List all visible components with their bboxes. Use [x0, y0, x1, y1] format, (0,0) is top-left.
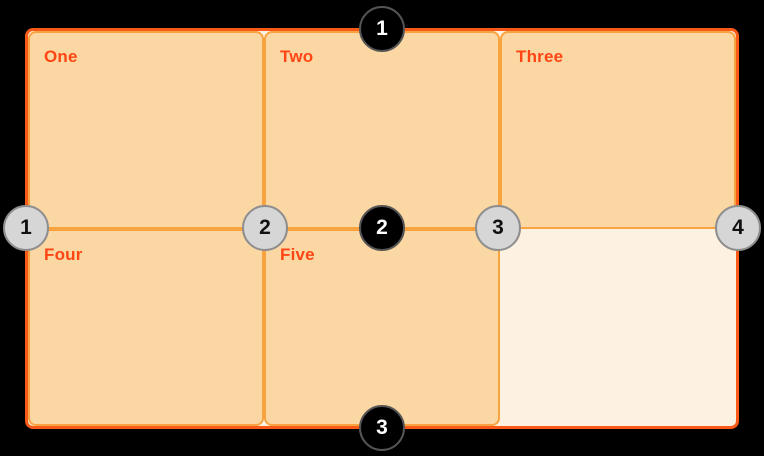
- row-line-badge-1: 1: [359, 6, 405, 52]
- grid-cell-three: Three: [500, 31, 736, 229]
- cell-label-three: Three: [516, 47, 564, 66]
- grid-cell-five: Five: [264, 228, 500, 426]
- column-line-badge-2: 2: [242, 205, 288, 251]
- column-line-badge-3: 3: [475, 205, 521, 251]
- cell-label-one: One: [44, 47, 78, 66]
- grid-container: One Two Three Four Five: [25, 28, 739, 429]
- row-line-badge-2: 2: [359, 205, 405, 251]
- column-line-badge-4: 4: [715, 205, 761, 251]
- row-line-badge-3: 3: [359, 405, 405, 451]
- cell-label-two: Two: [280, 47, 314, 66]
- grid-empty-area: [500, 229, 736, 427]
- cell-label-four: Four: [44, 244, 83, 264]
- grid-cell-four: Four: [28, 228, 264, 426]
- grid-cell-one: One: [28, 31, 264, 229]
- column-line-badge-1: 1: [3, 205, 49, 251]
- grid-cell-two: Two: [264, 31, 500, 229]
- cell-label-five: Five: [280, 244, 315, 264]
